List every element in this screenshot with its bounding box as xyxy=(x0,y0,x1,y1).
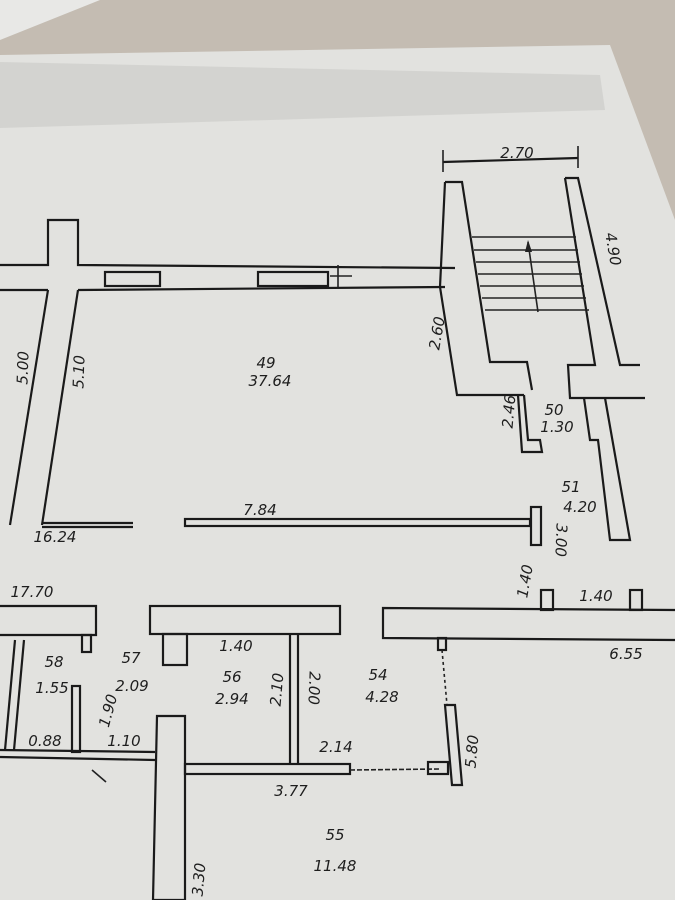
room-area: 2.09 xyxy=(115,677,148,695)
room-area: 1.30 xyxy=(540,418,573,436)
dim-label: 3.77 xyxy=(274,782,308,800)
dimension-labels: 2.70 4.90 2.60 5.00 5.10 2.46 7.84 16.24… xyxy=(11,144,643,897)
print-smudge xyxy=(0,62,605,128)
paper-sheet xyxy=(0,45,675,900)
corridor-wall-label: 2.60 xyxy=(425,315,449,351)
dim-label: 2.46 xyxy=(499,394,520,429)
dim-label: 5.10 xyxy=(69,355,88,389)
paper-corner xyxy=(0,0,100,40)
dim-label: 1.40 xyxy=(513,563,537,599)
room-area: 4.20 xyxy=(563,498,596,516)
dim-label: 1.10 xyxy=(107,732,140,750)
room-number: 55 xyxy=(325,826,344,844)
room-number: 54 xyxy=(368,666,387,684)
room-number: 58 xyxy=(44,653,63,671)
room-number: 51 xyxy=(561,478,580,496)
room-number: 57 xyxy=(121,649,141,667)
dim-label: 2.00 xyxy=(304,671,323,705)
dim-label: 17.70 xyxy=(11,583,54,601)
room-number: 56 xyxy=(222,668,241,686)
walls xyxy=(0,146,675,900)
dim-label: 5.80 xyxy=(462,734,483,769)
room-area: 4.28 xyxy=(365,688,398,706)
room-area: 2.94 xyxy=(215,690,248,708)
room-number: 50 xyxy=(544,401,563,419)
dim-label: 2.10 xyxy=(267,672,288,707)
room-area: 11.48 xyxy=(314,857,357,875)
dim-label: 2.14 xyxy=(319,738,352,756)
dim-label: 1.40 xyxy=(219,637,252,655)
stair-width-label: 2.70 xyxy=(500,144,533,162)
dim-label: 6.55 xyxy=(609,645,642,663)
dim-label: 7.84 xyxy=(243,501,276,519)
dim-label: 1.40 xyxy=(579,587,612,605)
dim-label: 16.24 xyxy=(34,528,77,546)
room-labels: 49 37.64 50 1.30 51 4.20 54 4.28 55 11.4… xyxy=(35,354,596,875)
room-number: 49 xyxy=(256,354,275,372)
dim-label: 3.00 xyxy=(551,523,570,557)
dim-label: 3.30 xyxy=(189,862,210,897)
dim-label: 0.88 xyxy=(28,732,61,750)
stair-length-label: 4.90 xyxy=(601,231,625,267)
stair-steps xyxy=(472,236,589,313)
room-area: 1.55 xyxy=(35,679,68,697)
room-area: 37.64 xyxy=(249,372,292,390)
dim-label: 5.00 xyxy=(13,351,32,385)
